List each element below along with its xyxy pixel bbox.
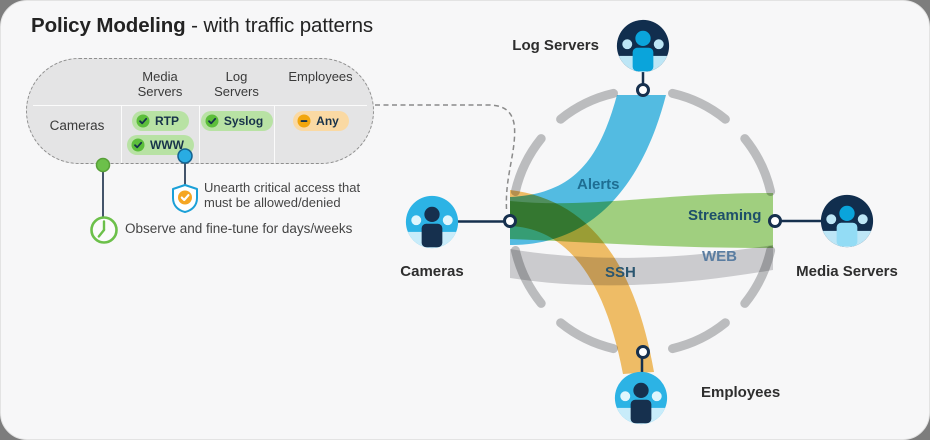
policy-ring-arc (510, 134, 546, 196)
clock-icon (90, 216, 118, 244)
media-servers-label: Media Servers (796, 263, 898, 280)
policy-cell-media-servers: RTP WWW (121, 105, 199, 163)
flow-label-ssh: SSH (605, 264, 636, 281)
users-group-icon (820, 194, 874, 248)
pill-label: Any (316, 114, 339, 128)
pill-label: Syslog (223, 114, 264, 128)
check-icon (131, 138, 145, 152)
flow-label-alerts: Alerts (577, 176, 620, 193)
policy-row-header-cell: Cameras (33, 105, 121, 163)
policy-ring-arc (740, 134, 776, 196)
pill-label: RTP (155, 114, 179, 128)
policy-column-log-servers: Log Servers Syslog (199, 59, 274, 163)
node-cameras (405, 195, 459, 249)
column-header-employees: Employees (288, 69, 353, 84)
ring-port-south (636, 345, 650, 359)
flow-label-streaming: Streaming (688, 207, 762, 224)
policy-ring-arc (556, 318, 618, 354)
row-header-cameras: Cameras (49, 118, 105, 133)
cameras-label: Cameras (400, 263, 464, 280)
policy-column-employees: Employees Any (274, 59, 367, 163)
check-icon (205, 114, 219, 128)
users-group-icon (614, 371, 668, 425)
minus-icon (297, 114, 311, 128)
flow-alerts-band (510, 95, 666, 246)
flow-label-web: WEB (702, 248, 737, 265)
ring-port-east (768, 214, 782, 228)
panel-to-ring-dashed-connector (375, 104, 516, 210)
policy-cell-employees: Any (274, 105, 367, 163)
title-suffix: - with traffic patterns (185, 14, 374, 37)
users-group-icon (405, 195, 459, 249)
unearth-line-1: Unearth critical access that (204, 180, 361, 195)
unearth-callout-text: Unearth critical access that must be all… (204, 180, 361, 210)
unearth-line-2: must be allowed/denied (204, 194, 341, 210)
policy-column-media-servers: Media Servers RTP WWW (121, 59, 199, 163)
column-header-log-servers: Log Servers (214, 69, 259, 99)
users-group-icon (616, 19, 670, 73)
column-header-media-servers: Media Servers (137, 69, 183, 99)
policy-pill-syslog: Syslog (200, 111, 274, 131)
policy-ring-arc (740, 246, 776, 308)
policy-pill-www: WWW (127, 135, 194, 155)
column-header-empty (33, 59, 121, 105)
ring-port-north (636, 83, 650, 97)
log-servers-label: Log Servers (512, 37, 599, 54)
employees-label: Employees (701, 384, 781, 401)
policy-ring-arc (668, 88, 730, 124)
node-connectors (458, 72, 821, 372)
policy-column-cameras: Cameras (33, 59, 121, 163)
policy-ring-arc (510, 246, 546, 308)
policy-pill-any: Any (293, 111, 349, 131)
policy-pill-rtp: RTP (132, 111, 189, 131)
node-media-servers (820, 194, 874, 248)
check-icon (136, 114, 150, 128)
policy-ring-arc (556, 88, 618, 124)
policy-ring-arc (668, 318, 730, 354)
page-title: Policy Modeling - with traffic patterns (31, 14, 373, 38)
title-emphasis: Policy Modeling (31, 14, 186, 37)
pill-label: WWW (150, 138, 184, 152)
flow-ssh-band (510, 190, 654, 374)
policy-cell-log-servers: Syslog (199, 105, 274, 163)
node-log-servers (616, 19, 670, 73)
observe-callout-text: Observe and fine-tune for days/weeks (125, 221, 353, 236)
ring-port-west (503, 214, 517, 228)
shield-check-icon (172, 184, 198, 213)
node-employees (614, 371, 668, 425)
policy-table-panel: Cameras Media Servers RTP WWW Log S (26, 58, 374, 164)
